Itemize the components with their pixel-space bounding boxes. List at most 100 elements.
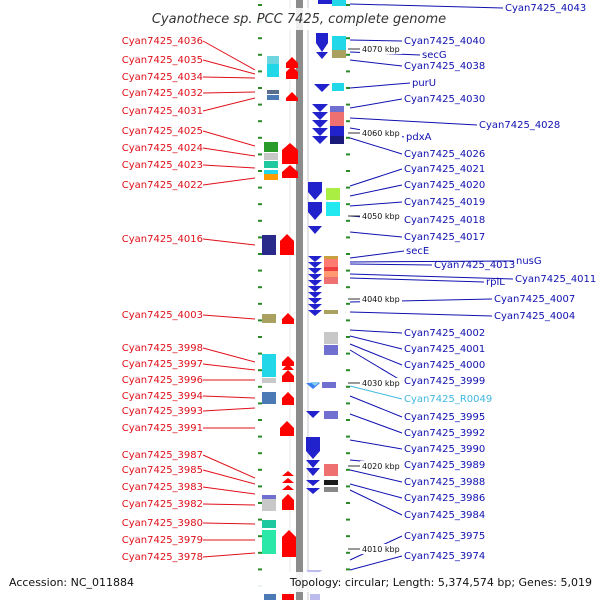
gene-label-right[interactable]: Cyan7425_4007 xyxy=(494,294,575,305)
gene-label-right[interactable]: Cyan7425_4013 xyxy=(434,260,515,271)
tick-mark xyxy=(258,4,262,6)
gene-label-right[interactable]: Cyan7425_4021 xyxy=(404,164,485,175)
map-title: Cyanothece sp. PCC 7425, complete genome xyxy=(152,12,446,27)
gene-label-right[interactable]: rplL xyxy=(486,277,505,288)
gene-label-right[interactable]: Cyan7425_4026 xyxy=(404,149,485,160)
gene-label-right[interactable]: Cyan7425_3995 xyxy=(404,412,485,423)
gene-label-left[interactable]: Cyan7425_4003 xyxy=(122,310,203,321)
gene-label-left[interactable]: Cyan7425_4032 xyxy=(122,88,203,99)
gene-label-left[interactable]: Cyan7425_3987 xyxy=(122,450,203,461)
gene-label-right[interactable]: Cyan7425_3984 xyxy=(404,510,485,521)
gene-label-left[interactable]: Cyan7425_3983 xyxy=(122,482,203,493)
gene-label-right[interactable]: Cyan7425_4028 xyxy=(479,120,560,131)
tick-mark xyxy=(346,319,350,322)
tick-mark xyxy=(346,236,350,239)
tick-mark xyxy=(258,518,262,521)
gene-label-right[interactable]: Cyan7425_4011 xyxy=(515,274,596,285)
tick-mark xyxy=(346,286,350,289)
gene-label-left[interactable]: Cyan7425_3994 xyxy=(122,391,203,402)
connector-line xyxy=(349,335,403,350)
connector-line xyxy=(202,407,256,412)
gene-label-left[interactable]: Cyan7425_4024 xyxy=(122,143,203,154)
gene-label-left[interactable]: Cyan7425_4036 xyxy=(122,36,203,47)
gene-label-right[interactable]: Cyan7425_3988 xyxy=(404,477,485,488)
gene-label-left[interactable]: Cyan7425_4025 xyxy=(122,126,203,137)
gene-label-right[interactable]: Cyan7425_4020 xyxy=(404,180,485,191)
gene-label-left[interactable]: Cyan7425_3991 xyxy=(122,423,203,434)
gene-label-right[interactable]: Cyan7425_3999 xyxy=(404,376,485,387)
kbp-backdrop xyxy=(360,44,402,54)
gene-label-left[interactable]: Cyan7425_4031 xyxy=(122,106,203,117)
gene-label-right[interactable]: Cyan7425_4000 xyxy=(404,360,485,371)
connector-line xyxy=(349,184,403,197)
gene-label-right[interactable]: Cyan7425_4019 xyxy=(404,197,485,208)
gene-label-left[interactable]: Cyan7425_3980 xyxy=(122,518,203,529)
tick-mark xyxy=(258,568,262,571)
gene-label-left[interactable]: Cyan7425_3996 xyxy=(122,375,203,386)
connector-line xyxy=(202,164,256,169)
gene-label-right[interactable]: Cyan7425_4002 xyxy=(404,328,485,339)
gene-label-right[interactable]: Cyan7425_3974 xyxy=(404,551,485,562)
gene-label-right[interactable]: Cyan7425_4017 xyxy=(404,232,485,243)
tick-mark xyxy=(258,286,262,289)
connector-line xyxy=(202,177,256,186)
right-gene-glyphs xyxy=(306,0,346,600)
kbp-label: 4020 kbp xyxy=(362,462,400,471)
gene-label-right[interactable]: Cyan7425_4004 xyxy=(494,311,575,322)
gene-label-left[interactable]: Cyan7425_3998 xyxy=(122,343,203,354)
tick-mark xyxy=(258,402,262,405)
kbp-label: 4070 kbp xyxy=(362,45,400,54)
kbp-label: 4030 kbp xyxy=(362,379,400,388)
gene-label-left[interactable]: Cyan7425_3993 xyxy=(122,406,203,417)
tick-mark xyxy=(346,103,350,106)
tick-mark xyxy=(346,37,350,40)
tick-mark xyxy=(258,153,262,156)
gene-label-right[interactable]: Cyan7425_3975 xyxy=(404,531,485,542)
tick-mark xyxy=(258,502,262,504)
connector-line xyxy=(349,137,403,155)
kbp-backdrop xyxy=(360,294,402,304)
gene-label-left[interactable]: Cyan7425_3997 xyxy=(122,359,203,370)
connector-line xyxy=(349,82,411,89)
tick-mark xyxy=(346,452,350,455)
gene-label-right[interactable]: Cyan7425_3992 xyxy=(404,428,485,439)
gene-label-left[interactable]: Cyan7425_3979 xyxy=(122,535,203,546)
tick-mark xyxy=(258,435,262,438)
gene-label-right[interactable]: Cyan7425_4043 xyxy=(505,3,586,14)
topology-text: Topology: circular; Length: 5,374,574 bp… xyxy=(289,576,592,589)
gene-label-right[interactable]: secG xyxy=(422,50,447,61)
connector-line xyxy=(349,395,403,418)
gene-label-left[interactable]: Cyan7425_3978 xyxy=(122,552,203,563)
gene-label-left[interactable]: Cyan7425_4022 xyxy=(122,180,203,191)
gene-label-left[interactable]: Cyan7425_3985 xyxy=(122,465,203,476)
gene-label-right[interactable]: Cyan7425_3986 xyxy=(404,493,485,504)
gene-label-right[interactable]: Cyan7425_3989 xyxy=(404,460,485,471)
gene-label-left[interactable]: Cyan7425_4034 xyxy=(122,72,203,83)
kbp-backdrop xyxy=(360,461,402,471)
gene-label-right[interactable]: Cyan7425_3990 xyxy=(404,444,485,455)
gene-label-right[interactable]: secE xyxy=(406,246,429,257)
gene-label-left[interactable]: Cyan7425_4016 xyxy=(122,234,203,245)
title-backdrop xyxy=(138,8,464,30)
gene-label-right[interactable]: Cyan7425_4018 xyxy=(404,215,485,226)
gene-label-right[interactable]: Cyan7425_4040 xyxy=(404,36,485,47)
kbp-label: 4050 kbp xyxy=(362,212,400,221)
gene-label-left[interactable]: Cyan7425_4023 xyxy=(122,160,203,171)
gene-label-right[interactable]: Cyan7425_4038 xyxy=(404,61,485,72)
gene-label-right[interactable]: Cyan7425_4030 xyxy=(404,94,485,105)
gene-label-right[interactable]: nusG xyxy=(516,256,542,267)
connector-line xyxy=(349,469,403,483)
label-connectors xyxy=(202,3,515,571)
gene-label-left[interactable]: Cyan7425_3982 xyxy=(122,499,203,510)
tick-mark xyxy=(258,170,262,172)
connector-line xyxy=(349,117,478,126)
gene-label-left[interactable]: Cyan7425_4035 xyxy=(122,55,203,66)
gene-label-right[interactable]: purU xyxy=(412,78,436,89)
gene-label-right[interactable]: Cyan7425_R0049 xyxy=(404,394,492,405)
tick-mark xyxy=(346,485,350,488)
connector-line xyxy=(349,349,403,382)
gene-label-right[interactable]: Cyan7425_4001 xyxy=(404,344,485,355)
tick-mark xyxy=(258,452,262,455)
gene-label-right[interactable]: pdxA xyxy=(406,132,432,143)
